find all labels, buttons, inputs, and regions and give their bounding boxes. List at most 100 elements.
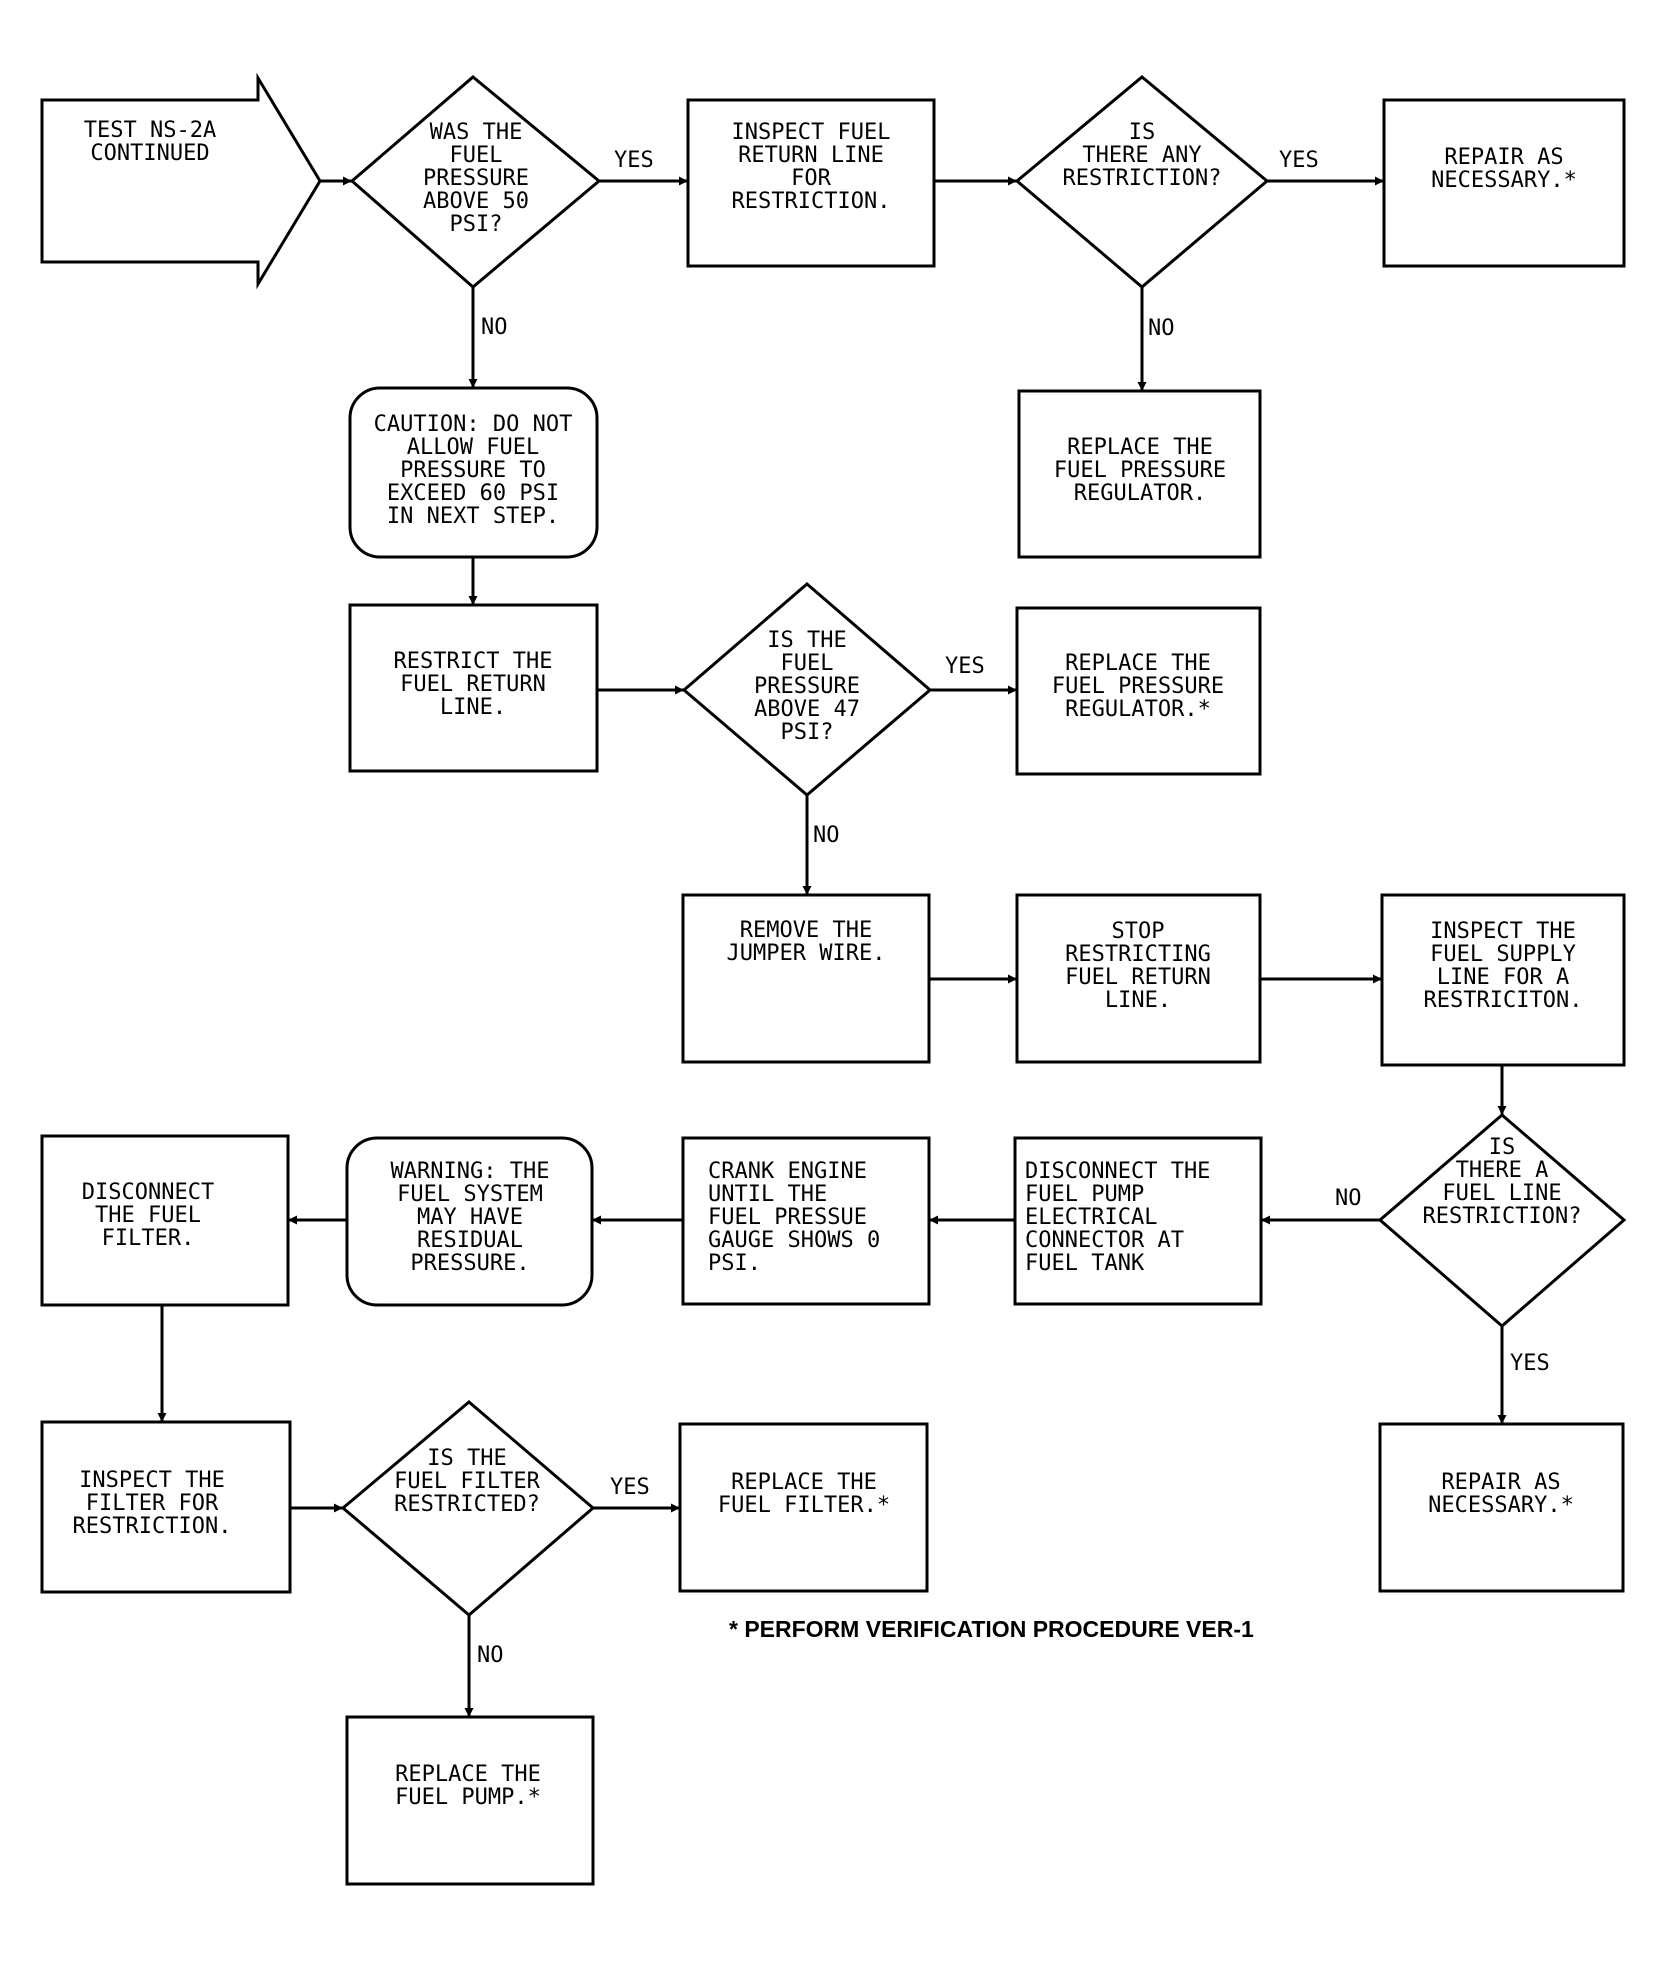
process-crank-engine bbox=[681, 1136, 931, 1306]
process-replace-regulator-1 bbox=[1017, 389, 1262, 559]
node-text-line: CRANK ENGINE bbox=[708, 1159, 867, 1184]
node-text-line: STOP bbox=[1112, 919, 1165, 944]
node-text-line: WARNING: THE bbox=[391, 1159, 550, 1184]
process-replace-fuel-pump bbox=[345, 1715, 595, 1886]
node-text-line: RESTRICTION. bbox=[732, 189, 891, 214]
node-text-line: RESTRICTION? bbox=[1063, 166, 1222, 191]
node-text-line: FILTER. bbox=[102, 1226, 195, 1251]
process-stop-restricting bbox=[1015, 893, 1262, 1064]
node-text-line: INSPECT THE bbox=[1430, 919, 1576, 944]
process-restrict-return-line bbox=[348, 603, 599, 773]
process-replace-regulator-2 bbox=[1015, 606, 1262, 776]
process-repair-as-necessary-2 bbox=[1378, 1422, 1625, 1593]
node-text-line: MAY HAVE bbox=[417, 1205, 523, 1230]
node-text-line: FUEL bbox=[450, 143, 503, 168]
node-text-line: ALLOW FUEL bbox=[407, 435, 539, 460]
process-inspect-fuel-supply-line bbox=[1380, 893, 1626, 1067]
node-text-line: WAS THE bbox=[430, 120, 523, 145]
node-text-line: FUEL PUMP.* bbox=[395, 1785, 541, 1810]
label-no-q-filter: NO bbox=[477, 1643, 504, 1668]
node-text-line: REPAIR AS bbox=[1444, 145, 1563, 170]
node-text-line: NECESSARY.* bbox=[1431, 168, 1577, 193]
node-text-line: DISCONNECT THE bbox=[1025, 1159, 1210, 1184]
node-text-line: RESTRICTION? bbox=[1423, 1204, 1582, 1229]
node-text-line: LINE. bbox=[440, 695, 506, 720]
node-text-line: THERE ANY bbox=[1082, 143, 1201, 168]
node-text-line: LINE FOR A bbox=[1437, 965, 1569, 990]
decision-any-restriction bbox=[1014, 75, 1270, 289]
node-text-line: PRESSURE TO bbox=[400, 458, 546, 483]
node-text-line: IS THE bbox=[767, 628, 846, 653]
decision-pressure-above-50 bbox=[349, 75, 602, 289]
node-text-line: FUEL FILTER bbox=[394, 1469, 540, 1494]
node-text-line: REGULATOR. bbox=[1074, 481, 1206, 506]
node-text-line: TEST NS-2A bbox=[84, 118, 216, 143]
node-text-line: RESTRICTION. bbox=[73, 1514, 232, 1539]
node-text-line: RESIDUAL bbox=[417, 1228, 523, 1253]
node-text-line: FUEL LINE bbox=[1442, 1181, 1561, 1206]
label-no-q50: NO bbox=[481, 315, 508, 340]
node-text-line: RETURN LINE bbox=[738, 143, 884, 168]
node-text-line: DISCONNECT bbox=[82, 1180, 214, 1205]
node-text-line: IN NEXT STEP. bbox=[387, 504, 559, 529]
node-text-line: CONNECTOR AT bbox=[1025, 1228, 1184, 1253]
node-text-line: IS bbox=[1129, 120, 1156, 145]
label-no-q-fuelline: NO bbox=[1335, 1186, 1362, 1211]
node-text-line: UNTIL THE bbox=[708, 1182, 827, 1207]
node-text-line: FUEL RETURN bbox=[400, 672, 546, 697]
node-text-line: LINE. bbox=[1105, 988, 1171, 1013]
label-yes-q-filter: YES bbox=[610, 1475, 650, 1500]
node-text-line: ABOVE 47 bbox=[754, 697, 860, 722]
node-text-line: JUMPER WIRE. bbox=[727, 941, 886, 966]
node-text-line: THERE A bbox=[1456, 1158, 1549, 1183]
caution-note bbox=[348, 386, 599, 559]
process-inspect-fuel-return-line bbox=[686, 98, 936, 268]
node-text-line: REPLACE THE bbox=[1067, 435, 1213, 460]
node-text-line: REPLACE THE bbox=[1065, 651, 1211, 676]
node-text-line: FOR bbox=[791, 166, 831, 191]
node-text-line: FUEL TANK bbox=[1025, 1251, 1145, 1276]
shapes bbox=[40, 72, 1627, 1886]
node-text-line: RESTRICITON. bbox=[1424, 988, 1583, 1013]
label-yes-q-restriction: YES bbox=[1279, 148, 1319, 173]
decision-fuel-line-restriction bbox=[1377, 1113, 1627, 1328]
edge-labels: YES NO YES NO YES NO NO YES YES NO bbox=[477, 148, 1550, 1668]
node-text-line: FUEL PRESSURE bbox=[1052, 674, 1224, 699]
decision-filter-restricted bbox=[340, 1400, 596, 1617]
label-yes-q-fuelline: YES bbox=[1510, 1351, 1550, 1376]
node-text-line: ELECTRICAL bbox=[1025, 1205, 1157, 1230]
node-text-line: REGULATOR.* bbox=[1065, 697, 1211, 722]
node-text-line: THE FUEL bbox=[95, 1203, 201, 1228]
node-text-line: FUEL SYSTEM bbox=[397, 1182, 543, 1207]
verification-footnote: * PERFORM VERIFICATION PROCEDURE VER-1 bbox=[729, 1616, 1254, 1642]
node-text-line: FUEL PRESSURE bbox=[1054, 458, 1226, 483]
connectors bbox=[157, 176, 1507, 1717]
node-text-line: PSI? bbox=[450, 212, 503, 237]
node-text-line: PRESSURE bbox=[754, 674, 860, 699]
decision-pressure-above-47 bbox=[681, 582, 933, 797]
node-text-line: FUEL PRESSUE bbox=[708, 1205, 867, 1230]
node-text-line: IS THE bbox=[427, 1446, 506, 1471]
label-no-q-restriction: NO bbox=[1148, 316, 1175, 341]
label-yes-q50: YES bbox=[614, 148, 654, 173]
